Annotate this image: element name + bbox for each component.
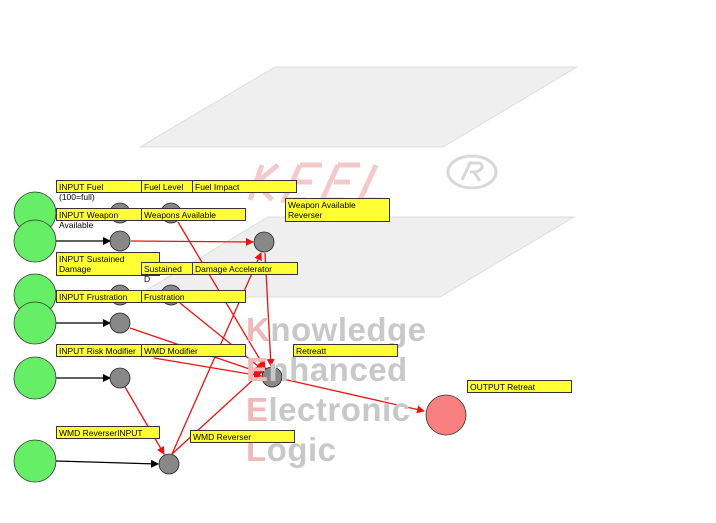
watermark-line-3: Electronic [246, 391, 411, 428]
label-sustained-damage[interactable]: Sustained D [141, 262, 193, 284]
input-nodes [13, 191, 57, 483]
label-input-risk[interactable]: INPUT Risk Modifier [56, 344, 142, 357]
label-wmd-modifier[interactable]: WMD Modifier [141, 344, 246, 357]
label-input-weapon[interactable]: INPUT Weapon Available [56, 208, 142, 230]
link-risk-to-wmdreverser [124, 386, 165, 455]
link-wmdmod-to-retreat [153, 357, 262, 379]
node-frustration [109, 312, 131, 334]
node-input-wmd-reverser [13, 439, 57, 483]
label-wmd-reverser[interactable]: WMD Reverser [190, 430, 295, 443]
node-retreat [261, 366, 283, 388]
label-output-retreat[interactable]: OUTPUT Retreat [467, 380, 572, 393]
link-wmd-input [55, 459, 159, 468]
registered-mark-icon [446, 154, 498, 190]
node-output-retreat [425, 394, 467, 436]
lower-layer-plane [133, 216, 576, 298]
label-input-frustration[interactable]: INPUT Frustration [56, 290, 142, 303]
node-weapon-reverser [253, 231, 275, 253]
link-weapon-to-reverser [130, 237, 254, 246]
label-fuel-impact[interactable]: Fuel Impact [192, 180, 297, 193]
label-fuel-level[interactable]: Fuel Level [141, 180, 193, 193]
keel-watermark-text: Knowledge Enhanced Electronic Logic [246, 310, 427, 470]
node-wmd-modifier [109, 367, 131, 389]
node-wmd-reverser [158, 453, 180, 475]
label-damage-accelerator[interactable]: Damage Accelerator [192, 262, 298, 275]
node-input-frustration [13, 301, 57, 345]
link-retreat-to-output [282, 378, 425, 414]
node-input-risk [13, 356, 57, 400]
node-weapons-available [109, 230, 131, 252]
label-frustration[interactable]: Frustration [141, 290, 246, 303]
label-input-wmd-reverser[interactable]: WMD ReverserINPUT [56, 426, 160, 439]
upper-layer-plane [138, 66, 579, 148]
label-retreat[interactable]: Retreatt [293, 344, 398, 357]
watermark-line-2: Enhanced [246, 351, 408, 388]
label-weapon-reverser[interactable]: Weapon Available Reverser [285, 198, 390, 222]
link-damageaccel-to-retreat [179, 302, 264, 371]
link-wmdreverser-to-retreat [171, 367, 267, 455]
label-input-fuel[interactable]: INPUT Fuel (100=full) [56, 180, 142, 202]
node-input-weapon [13, 219, 57, 263]
watermark-line-1: Knowledge [246, 311, 427, 348]
label-weapons-available[interactable]: Weapons Available [141, 208, 246, 221]
